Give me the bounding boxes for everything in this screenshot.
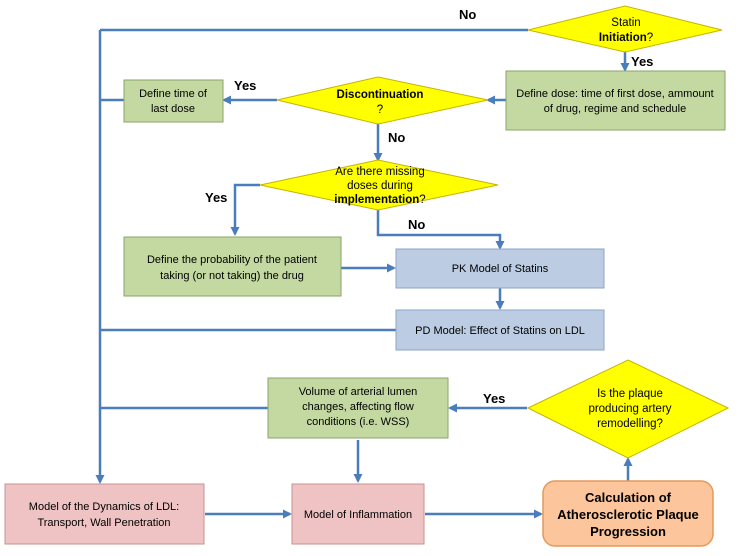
- lumen-line1: Volume of arterial lumen: [299, 386, 418, 398]
- last-dose-line2: last dose: [151, 103, 195, 115]
- ldl-line1: Model of the Dynamics of LDL:: [29, 501, 179, 513]
- plaque-line1: Is the plaque: [597, 388, 663, 400]
- box-last-dose: Define time of last dose: [123, 79, 224, 123]
- label-discontinuation-no: No: [388, 130, 405, 145]
- connector-missing-yes: [230, 183, 260, 236]
- calculation-line3: Progression: [590, 524, 666, 539]
- lumen-line3: conditions (i.e. WSS): [307, 416, 410, 428]
- last-dose-line1: Define time of: [139, 88, 208, 100]
- connector-missing-no: [376, 210, 505, 250]
- label-initiation-yes: Yes: [631, 54, 653, 69]
- box-pd-model: PD Model: Effect of Statins on LDL: [395, 309, 605, 351]
- calculation-line1: Calculation of: [585, 490, 672, 505]
- lumen-line2: changes, affecting flow: [302, 401, 414, 413]
- initiation-line2: Initiation?: [599, 32, 653, 44]
- define-dose-line2: of drug, regime and schedule: [544, 103, 686, 115]
- inflammation-label: Model of Inflammation: [304, 509, 412, 521]
- decision-plaque-remodelling: Is the plaque producing artery remodelli…: [526, 359, 730, 459]
- box-lumen-volume: Volume of arterial lumen changes, affect…: [267, 377, 449, 439]
- pd-model-label: PD Model: Effect of Statins on LDL: [415, 325, 585, 337]
- decision-initiation: Statin Initiation?: [527, 5, 723, 53]
- ldl-line2: Transport, Wall Penetration: [37, 517, 170, 529]
- decision-missing-doses: Are there missing doses during implement…: [259, 159, 499, 211]
- missing-line1: Are there missing: [335, 166, 424, 178]
- missing-line2: doses during: [347, 180, 413, 192]
- label-missing-no: No: [408, 217, 425, 232]
- probability-line2: taking (or not taking) the drug: [160, 270, 304, 282]
- plaque-line3: remodelling?: [597, 418, 663, 430]
- initiation-line1: Statin: [611, 17, 640, 29]
- box-ldl-dynamics: Model of the Dynamics of LDL: Transport,…: [4, 483, 205, 545]
- label-plaque-yes: Yes: [483, 391, 505, 406]
- label-initiation-no: No: [459, 7, 476, 22]
- box-define-dose: Define dose: time of first dose, ammount…: [505, 70, 726, 131]
- label-missing-yes: Yes: [205, 190, 227, 205]
- discontinuation-line1: Discontinuation: [337, 89, 424, 101]
- box-calculation: Calculation of Atherosclerotic Plaque Pr…: [542, 480, 714, 547]
- define-dose-line1: Define dose: time of first dose, ammount: [516, 88, 713, 100]
- discontinuation-line2: ?: [377, 104, 383, 116]
- label-discontinuation-yes: Yes: [234, 78, 256, 93]
- box-pk-model: PK Model of Statins: [395, 248, 605, 289]
- missing-line3: implementation?: [334, 194, 425, 206]
- probability-line1: Define the probability of the patient: [147, 254, 317, 266]
- pk-model-label: PK Model of Statins: [452, 263, 549, 275]
- plaque-line2: producing artery: [588, 403, 671, 415]
- box-inflammation: Model of Inflammation: [291, 483, 425, 545]
- calculation-line2: Atherosclerotic Plaque: [557, 507, 699, 522]
- decision-discontinuation: Discontinuation ?: [276, 76, 489, 125]
- box-probability: Define the probability of the patient ta…: [123, 236, 342, 297]
